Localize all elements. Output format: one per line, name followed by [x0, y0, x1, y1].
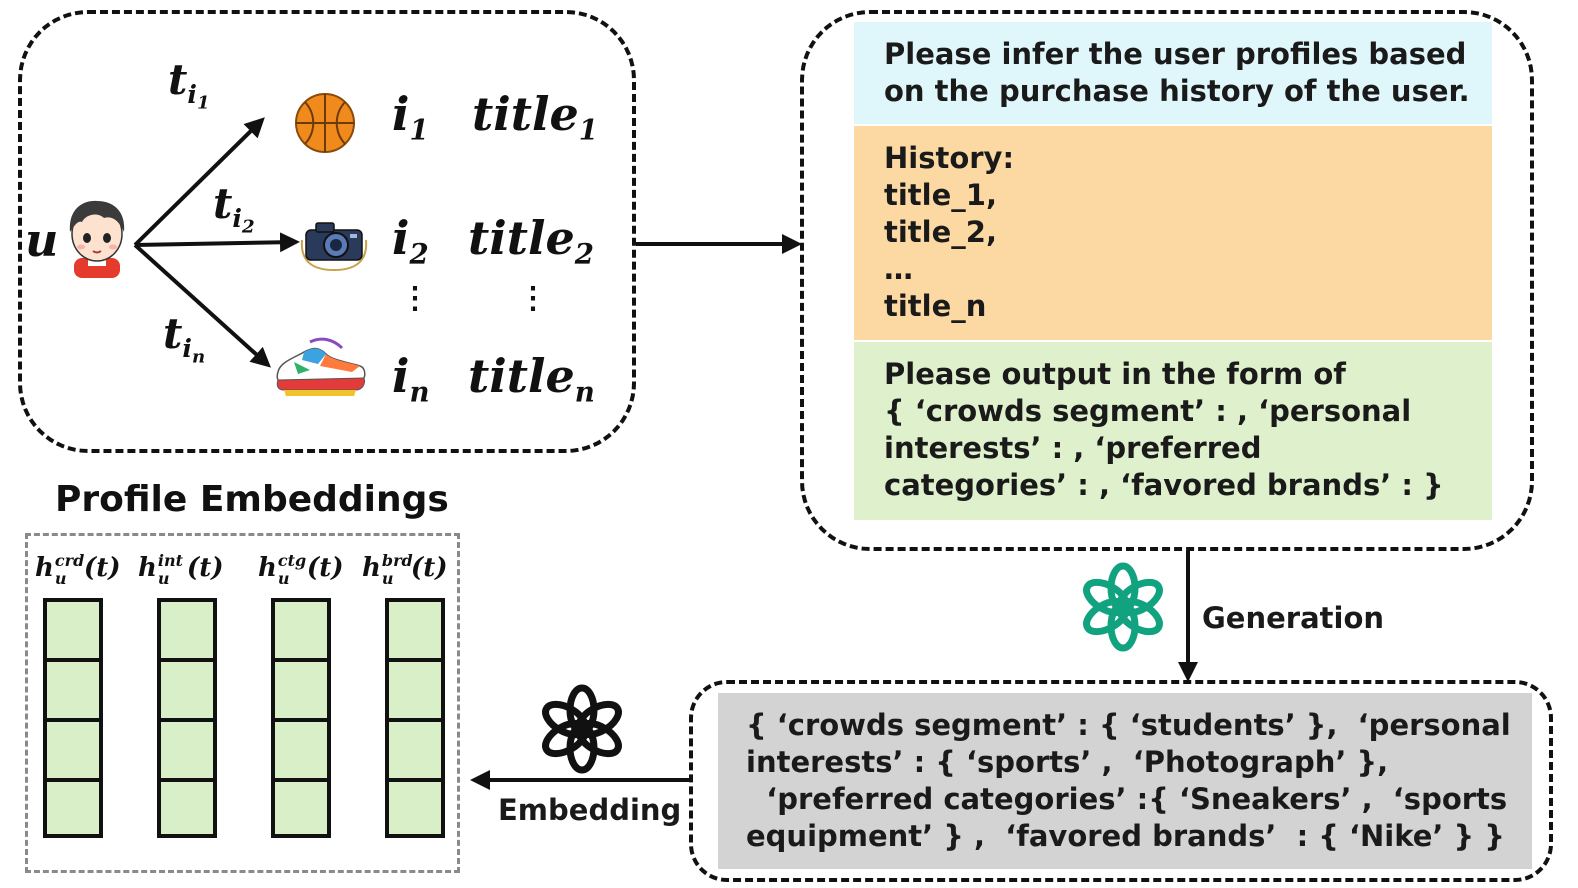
- output-line: interests’ : { ‘sports’ , ‘Photograph’ }…: [746, 745, 1389, 779]
- user-label: u: [25, 213, 59, 267]
- output-panel: { ‘crowds segment’ : { ‘students’ }, ‘pe…: [718, 693, 1532, 869]
- embedding-box: [25, 533, 460, 873]
- basketball-icon: [295, 93, 355, 153]
- history-line: title_n: [884, 289, 987, 323]
- instruction-line: Please infer the user profiles based: [884, 37, 1467, 71]
- instruction-line: on the purchase history of the user.: [884, 74, 1470, 108]
- format-line: { ‘crowds segment’ : , ‘personal: [884, 394, 1412, 428]
- embedding-label: Embedding: [498, 793, 682, 827]
- time-label-2: ti2: [213, 179, 255, 238]
- history-heading: History:: [884, 141, 1015, 175]
- output-box: [689, 680, 1553, 882]
- arrow-to-item-2: [134, 232, 300, 253]
- time-label-1: ti1: [168, 55, 210, 114]
- output-line: { ‘crowds segment’ : { ‘students’ }, ‘pe…: [746, 708, 1511, 742]
- item-label-1: i1: [392, 87, 429, 147]
- generation-label: Generation: [1202, 601, 1385, 635]
- prompt-box: [800, 10, 1534, 551]
- format-line: categories’ : , ‘favored brands’ : }: [884, 468, 1444, 502]
- title-label-2: title2: [468, 211, 594, 271]
- profile-title: Profile Embeddings: [55, 479, 449, 520]
- embedding-vector-crd: [43, 598, 103, 838]
- history-panel: History: title_1, title_2, … title_n: [854, 126, 1492, 340]
- item-label-n: in: [392, 349, 430, 409]
- arrow-to-item-n: [133, 243, 271, 368]
- time-label-n: tin: [163, 309, 206, 368]
- history-line: title_1,: [884, 178, 997, 212]
- item-label-2: i2: [392, 211, 429, 271]
- vertical-ellipsis-item: ⋮: [400, 281, 430, 316]
- embedding-vector-brd: [385, 598, 445, 838]
- embedding-vector-ctg: [271, 598, 331, 838]
- output-line: ‘preferred categories’ :{ ‘Sneakers’ , ‘…: [746, 782, 1508, 816]
- format-line: interests’ : , ‘preferred: [884, 431, 1262, 465]
- user-history-box: [18, 10, 636, 453]
- title-label-1: title1: [472, 87, 598, 147]
- user-avatar-icon: [69, 200, 125, 278]
- vertical-ellipsis-title: ⋮: [518, 281, 548, 316]
- output-line: equipment’ } , ‘favored brands’ : { ‘Nik…: [746, 819, 1505, 853]
- format-line: Please output in the form of: [884, 357, 1346, 391]
- history-line: …: [884, 252, 913, 286]
- instruction-panel: Please infer the user profiles based on …: [854, 22, 1492, 124]
- arrow-to-item-1: [133, 117, 265, 247]
- title-label-n: titlen: [468, 349, 595, 409]
- openai-logo-icon: [542, 684, 622, 774]
- embedding-vector-int: [157, 598, 217, 838]
- history-line: title_2,: [884, 215, 997, 249]
- openai-logo-icon: [1083, 562, 1163, 652]
- format-panel: Please output in the form of { ‘crowds s…: [854, 342, 1492, 520]
- sneaker-icon: [276, 337, 366, 396]
- camera-icon: [300, 222, 368, 272]
